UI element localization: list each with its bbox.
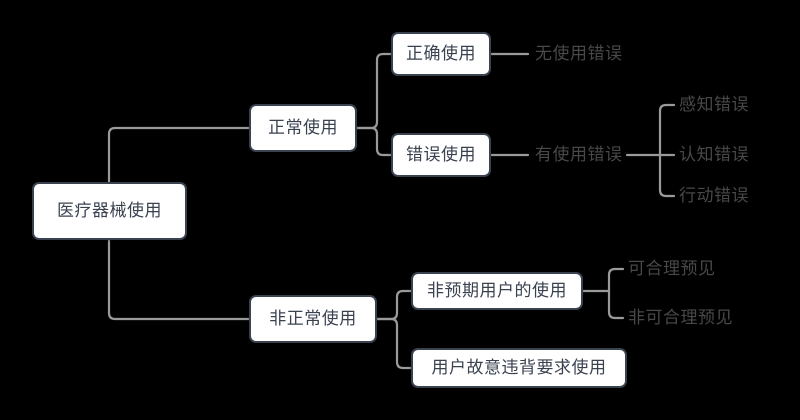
edge-bracket-reasonably-foreseeable — [607, 267, 625, 293]
node-abnormal-use[interactable]: 非正常使用 — [249, 295, 377, 343]
leaf-has-use-error: 有使用错误 — [535, 147, 623, 164]
node-abnormal-use-label: 非正常使用 — [269, 308, 357, 329]
node-unintended-user-use[interactable]: 非预期用户的使用 — [411, 272, 583, 310]
node-intentional-violation-use-label: 用户故意违背要求使用 — [431, 357, 607, 378]
leaf-cognition-error-label: 认知错误 — [679, 145, 749, 165]
edge-root-to-abnormal-use — [107, 238, 251, 321]
edge-normal-use-to-correct-use — [355, 52, 393, 130]
node-incorrect-use[interactable]: 错误使用 — [391, 133, 491, 177]
leaf-action-error-label: 行动错误 — [679, 186, 749, 206]
leaf-no-use-error: 无使用错误 — [535, 46, 623, 63]
leaf-not-reasonably-foreseeable: 非可合理预见 — [628, 310, 733, 327]
leaf-action-error: 行动错误 — [679, 188, 749, 205]
leaf-not-reasonably-foreseeable-label: 非可合理预见 — [628, 308, 733, 328]
edge-bracket-action-error — [658, 153, 676, 198]
leaf-reasonably-foreseeable: 可合理预见 — [628, 261, 716, 278]
edge-normal-use-to-incorrect-use — [355, 126, 393, 157]
node-incorrect-use-label: 错误使用 — [406, 144, 476, 165]
node-normal-use-label: 正常使用 — [268, 117, 338, 138]
edge-abnormal-use-to-intentional-violation-use — [375, 317, 413, 370]
leaf-perception-error: 感知错误 — [679, 97, 749, 114]
node-unintended-user-use-label: 非预期用户的使用 — [427, 280, 567, 301]
node-normal-use[interactable]: 正常使用 — [249, 104, 357, 152]
edge-root-to-normal-use — [107, 126, 251, 184]
node-correct-use[interactable]: 正确使用 — [391, 32, 491, 76]
edge-bracket-not-reasonably-foreseeable — [607, 289, 625, 320]
node-root[interactable]: 医疗器械使用 — [32, 182, 187, 240]
node-intentional-violation-use[interactable]: 用户故意违背要求使用 — [411, 348, 627, 388]
leaf-perception-error-label: 感知错误 — [679, 95, 749, 115]
leaf-cognition-error: 认知错误 — [679, 147, 749, 164]
node-correct-use-label: 正确使用 — [406, 43, 476, 64]
edge-abnormal-use-to-unintended-user-use — [375, 289, 413, 321]
node-root-label: 医疗器械使用 — [57, 200, 162, 221]
leaf-has-use-error-label: 有使用错误 — [535, 145, 623, 165]
edge-bracket-perception-error — [658, 103, 676, 157]
leaf-no-use-error-label: 无使用错误 — [535, 44, 623, 64]
leaf-reasonably-foreseeable-label: 可合理预见 — [628, 259, 716, 279]
